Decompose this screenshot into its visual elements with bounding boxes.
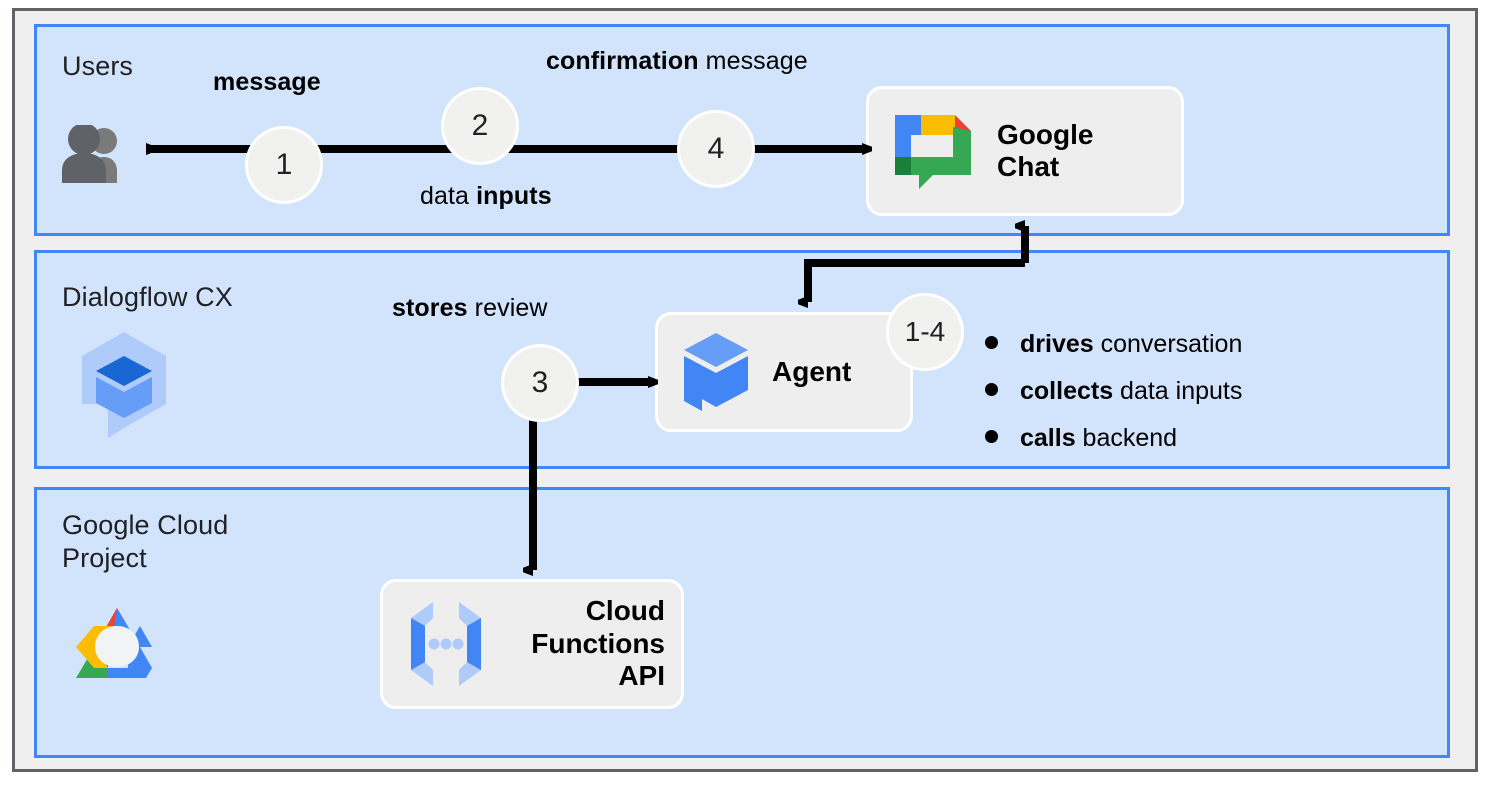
users-icon [58, 125, 130, 187]
bullet-2-bold: calls [1020, 424, 1076, 452]
bullet-dot-icon [985, 336, 998, 349]
list-item: collects data inputs [985, 377, 1405, 406]
list-item: drives conversation [985, 330, 1405, 359]
card-agent-title: Agent [772, 355, 852, 387]
label-stores-rest: review [467, 294, 548, 322]
step-circle-2[interactable]: 2 [441, 87, 519, 165]
cloud-functions-icon [403, 598, 489, 690]
label-message: message [213, 68, 321, 96]
bullet-dot-icon [985, 383, 998, 396]
label-confirmation-message: confirmation message [546, 47, 808, 76]
google-cloud-icon [72, 606, 162, 682]
step-circle-1-4[interactable]: 1-4 [886, 293, 964, 371]
card-cloud-functions-title: Cloud Functions API [531, 595, 665, 692]
bullet-dot-icon [985, 430, 998, 443]
step-circle-1[interactable]: 1 [245, 126, 323, 204]
band-users-label: Users [62, 51, 134, 81]
list-item: calls backend [985, 424, 1405, 453]
label-stores-bold: stores [392, 294, 468, 322]
step-circle-3[interactable]: 3 [501, 344, 579, 422]
dialogflow-cx-icon [74, 330, 174, 442]
label-confirmation-bold: confirmation [546, 47, 699, 75]
step-circle-4[interactable]: 4 [677, 110, 755, 188]
bullet-2-rest: backend [1075, 424, 1178, 452]
label-data-inputs-bold: data [420, 182, 477, 210]
label-confirmation-rest: message [698, 47, 808, 75]
bullet-1-rest: data inputs [1113, 377, 1243, 405]
band-google-cloud-project-label: Google Cloud Project [62, 510, 229, 573]
label-data-inputs-rest: inputs [476, 182, 552, 210]
band-google-cloud-project [34, 487, 1450, 758]
card-google-chat[interactable]: Google Chat [866, 86, 1184, 216]
google-chat-icon [887, 105, 979, 197]
label-data-inputs: data inputs [420, 182, 552, 211]
bullet-0-bold: drives [1020, 330, 1094, 358]
agent-capability-list: drives conversation collects data inputs… [985, 330, 1405, 471]
label-stores-review: stores review [392, 294, 548, 323]
dialogflow-agent-icon [680, 329, 752, 415]
bullet-0-rest: conversation [1093, 330, 1243, 358]
card-google-chat-title: Google Chat [997, 118, 1094, 182]
card-cloud-functions-api[interactable]: Cloud Functions API [380, 579, 684, 709]
bullet-1-bold: collects [1020, 377, 1114, 405]
card-agent[interactable]: Agent [655, 312, 913, 432]
band-dialogflow-cx-label: Dialogflow CX [62, 282, 233, 312]
